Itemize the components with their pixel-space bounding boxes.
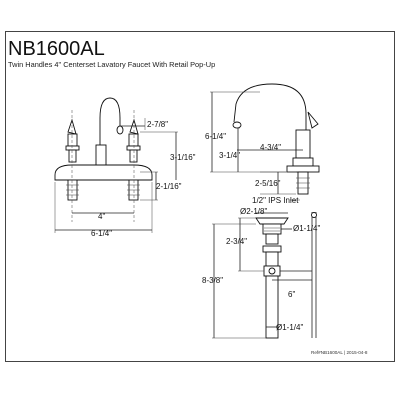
dim-handle-spread: 2-7/8" — [147, 120, 168, 129]
front-view: 2-7/8" 3-1/16" 2-1/16" 4" 6-1/4" — [54, 97, 196, 238]
dim-handle-height: 3-1/16" — [170, 153, 196, 162]
dim-base-width: 6-1/4" — [91, 229, 112, 238]
dim-drain-upper-height: 2-3/4" — [226, 237, 247, 246]
dim-base-height: 2-1/16" — [156, 182, 182, 191]
dim-spout-height: 3-1/4" — [219, 151, 240, 160]
side-view: 6-1/4" 3-1/4" 4-3/4" 2-5/16" 1/2" IPS In… — [205, 83, 320, 205]
dim-drain-total-height: 8-3/8" — [202, 276, 223, 285]
dim-spout-total-height: 6-1/4" — [205, 132, 226, 141]
dim-tailpiece-diameter: Ø1-1/4" — [276, 323, 303, 332]
dim-drain-top-diameter: Ø1-1/4" — [293, 224, 320, 233]
reference-footer: Ref#NB1600AL | 2015-04-8 — [311, 350, 368, 355]
ips-inlet-label: 1/2" IPS Inlet — [252, 196, 299, 205]
dim-flange-diameter: Ø2-1/8" — [240, 207, 267, 216]
model-description: Twin Handles 4" Centerset Lavatory Fauce… — [8, 60, 216, 69]
dim-centerset: 4" — [98, 212, 105, 221]
model-title: NB1600AL — [8, 38, 105, 60]
dim-lift-rod-length: 6" — [288, 290, 295, 299]
popup-drain-assembly: Ø2-1/8" Ø1-1/4" 2-3/4" 8-3/8" 6" Ø1-1/4" — [202, 207, 320, 339]
dim-shank-length: 2-5/16" — [255, 179, 281, 188]
dim-spout-reach: 4-3/4" — [260, 143, 281, 152]
